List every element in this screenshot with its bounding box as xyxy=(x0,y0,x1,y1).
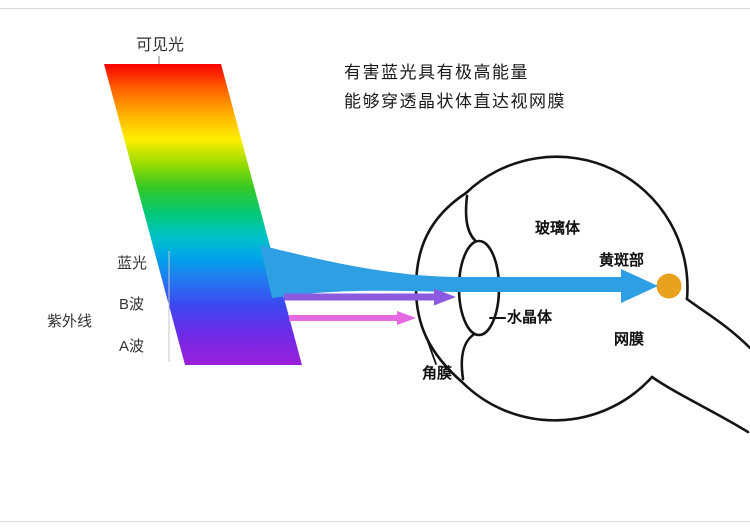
vitreous-body-label: 玻璃体 xyxy=(535,220,581,237)
headline-line1: 有害蓝光具有极高能量 xyxy=(344,63,529,82)
uvb-arrow xyxy=(284,288,456,306)
bottom-frame-line xyxy=(0,521,750,522)
spectrum-band xyxy=(104,64,302,365)
eye-diagram xyxy=(414,155,750,434)
uva-arrow xyxy=(289,311,416,325)
ultraviolet-label: 紫外线 xyxy=(47,313,93,330)
headline-line2: 能够穿透晶状体直达视网膜 xyxy=(344,92,566,111)
cornea-leader-line xyxy=(427,341,437,365)
macula-dot xyxy=(656,273,682,299)
lens-label: 水晶体 xyxy=(507,309,553,326)
optic-nerve-upper-line xyxy=(685,297,750,350)
cornea-label: 角膜 xyxy=(422,365,453,382)
macula-label: 黄斑部 xyxy=(599,252,645,269)
eyeball-outline-upper xyxy=(464,155,689,301)
retina-label: 网膜 xyxy=(614,331,645,348)
blue-light-label: 蓝光 xyxy=(117,255,148,272)
blue-light-beam xyxy=(260,245,658,303)
b-wave-label: B波 xyxy=(119,296,145,313)
eyeball-outline-lower xyxy=(460,375,654,422)
a-wave-label: A波 xyxy=(119,338,145,355)
optic-nerve-lower-line xyxy=(650,375,750,434)
visible-light-label: 可见光 xyxy=(136,37,185,54)
iris-upper-line xyxy=(464,194,481,246)
headline-text: 有害蓝光具有极高能量 能够穿透晶状体直达视网膜 xyxy=(344,58,566,116)
top-frame-line xyxy=(0,8,750,9)
iris-lower-line xyxy=(460,330,480,381)
